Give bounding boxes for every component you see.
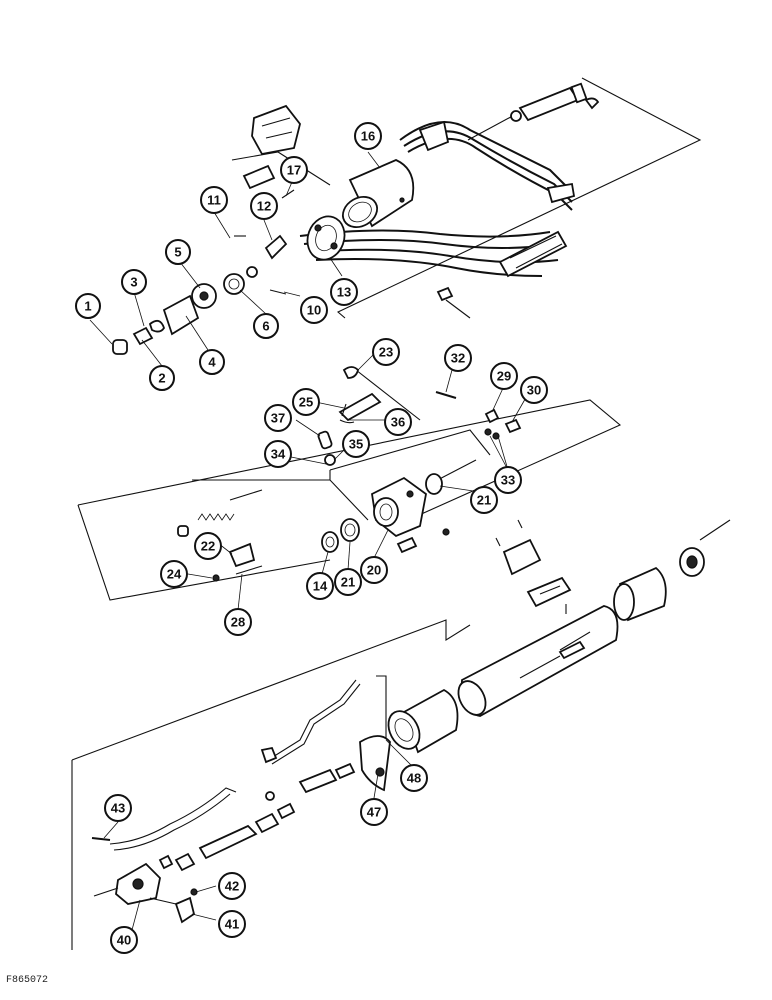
callout-24: 24 xyxy=(160,560,188,588)
callout-14: 14 xyxy=(306,572,334,600)
callout-11: 11 xyxy=(200,186,228,214)
wiring-harness xyxy=(299,120,576,278)
upper-shaft xyxy=(467,82,600,141)
lower-housing xyxy=(387,688,459,754)
callout-36: 36 xyxy=(384,408,412,436)
svg-text:2: 2 xyxy=(158,371,165,386)
svg-text:32: 32 xyxy=(451,351,465,366)
svg-text:12: 12 xyxy=(257,199,271,214)
switch-assembly xyxy=(495,519,572,614)
svg-text:41: 41 xyxy=(225,917,239,932)
svg-text:10: 10 xyxy=(307,303,321,318)
callout-12: 12 xyxy=(250,192,278,220)
callout-29: 29 xyxy=(490,362,518,390)
svg-text:29: 29 xyxy=(497,369,511,384)
svg-text:25: 25 xyxy=(299,395,313,410)
callout-6: 6 xyxy=(253,313,279,339)
callout-48: 48 xyxy=(400,764,428,792)
svg-text:14: 14 xyxy=(313,579,328,594)
callout-22: 22 xyxy=(194,532,222,560)
callout-41: 41 xyxy=(218,910,246,938)
middle-assembly-outline xyxy=(77,369,622,601)
callout-30: 30 xyxy=(520,376,548,404)
svg-text:5: 5 xyxy=(174,245,181,260)
callout-32: 32 xyxy=(444,344,472,372)
callout-21-right: 21 xyxy=(470,486,498,514)
figure-code: F865072 xyxy=(6,975,49,986)
callout-21-left: 21 xyxy=(334,568,362,596)
lock-ring xyxy=(306,215,346,261)
bearing-sleeve xyxy=(613,547,705,622)
callout-20: 20 xyxy=(360,556,388,584)
callout-34: 34 xyxy=(264,440,292,468)
callout-43: 43 xyxy=(104,794,132,822)
shift-linkage xyxy=(260,679,391,794)
svg-text:36: 36 xyxy=(391,415,405,430)
callout-17: 17 xyxy=(280,156,308,184)
callout-35: 35 xyxy=(342,430,370,458)
callout-1: 1 xyxy=(75,293,101,319)
svg-text:48: 48 xyxy=(407,771,421,786)
callout-42: 42 xyxy=(218,872,246,900)
svg-text:23: 23 xyxy=(379,345,393,360)
svg-text:3: 3 xyxy=(130,275,137,290)
svg-text:6: 6 xyxy=(262,319,269,334)
callout-40: 40 xyxy=(110,926,138,954)
lower-shaft xyxy=(109,787,296,872)
callout-10: 10 xyxy=(300,296,328,324)
svg-text:20: 20 xyxy=(367,563,381,578)
svg-text:30: 30 xyxy=(527,383,541,398)
callout-47: 47 xyxy=(360,798,388,826)
middle-parts xyxy=(177,366,522,582)
lower-column-outline xyxy=(71,519,731,950)
svg-text:24: 24 xyxy=(167,567,182,582)
svg-text:35: 35 xyxy=(349,437,363,452)
svg-text:13: 13 xyxy=(337,285,351,300)
column-tube xyxy=(457,605,619,717)
leader-lines xyxy=(89,151,529,931)
callout-33: 33 xyxy=(494,466,522,494)
svg-text:37: 37 xyxy=(271,411,285,426)
callout-5: 5 xyxy=(165,239,191,265)
callout-16: 16 xyxy=(354,122,382,150)
svg-text:21: 21 xyxy=(341,575,355,590)
small-parts-top xyxy=(112,189,471,355)
svg-text:33: 33 xyxy=(501,473,515,488)
svg-text:17: 17 xyxy=(287,163,301,178)
callout-23: 23 xyxy=(372,338,400,366)
svg-text:47: 47 xyxy=(367,805,381,820)
svg-text:11: 11 xyxy=(207,193,221,208)
svg-text:22: 22 xyxy=(201,539,215,554)
top-assembly-outline xyxy=(231,77,702,319)
callout-3: 3 xyxy=(121,269,147,295)
callout-2: 2 xyxy=(149,365,175,391)
svg-text:4: 4 xyxy=(208,355,216,370)
svg-text:1: 1 xyxy=(84,299,91,314)
callout-13: 13 xyxy=(330,278,358,306)
cylinder-housing xyxy=(342,159,415,228)
svg-text:28: 28 xyxy=(231,615,245,630)
callout-37: 37 xyxy=(264,404,292,432)
svg-text:16: 16 xyxy=(361,129,375,144)
svg-text:34: 34 xyxy=(271,447,286,462)
svg-text:21: 21 xyxy=(477,493,491,508)
callout-4: 4 xyxy=(199,349,225,375)
svg-text:42: 42 xyxy=(225,879,239,894)
svg-text:40: 40 xyxy=(117,933,131,948)
svg-text:43: 43 xyxy=(111,801,125,816)
bottom-bracket xyxy=(91,837,198,924)
callout-25: 25 xyxy=(292,388,320,416)
callout-28: 28 xyxy=(224,608,252,636)
switch-bracket xyxy=(242,104,301,190)
